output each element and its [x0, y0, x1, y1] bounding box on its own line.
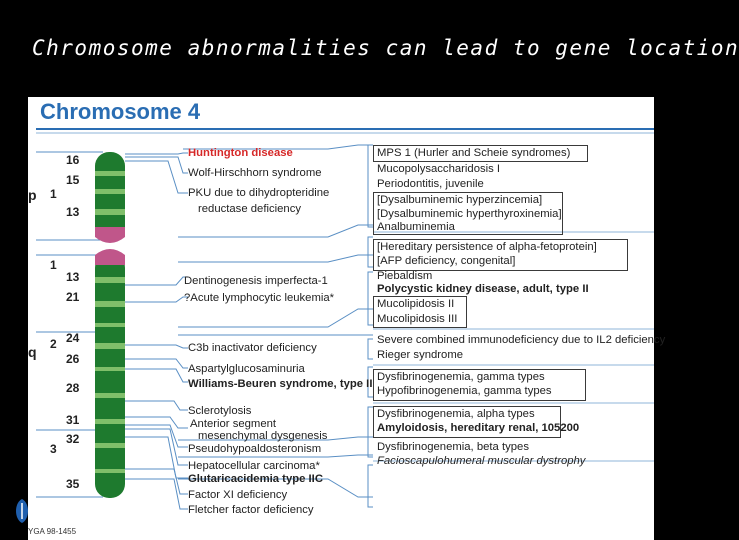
figure-lines — [36, 128, 654, 510]
gene-label: [Dysalbuminemic hyperzincemia] — [377, 194, 543, 206]
disease-label: Pseudohypoaldosteronism — [188, 443, 322, 455]
figure-code: YGA 98-1455 — [28, 527, 77, 536]
gene-label: Facioscapulohumeral muscular dystrophy — [377, 455, 586, 467]
gene-label: Dysfibrinogenemia, gamma types — [377, 371, 545, 383]
gene-label: Mucopolysaccharidosis I — [377, 163, 501, 175]
gene-label: Mucolipidosis III — [377, 313, 458, 325]
arm-q-label: q — [28, 344, 37, 360]
gene-box — [373, 192, 563, 235]
band-label: 13 — [66, 270, 80, 284]
gene-label: Periodontitis, juvenile — [377, 178, 484, 190]
disease-label: ?Acute lymphocytic leukemia* — [184, 292, 335, 304]
disease-label: mesenchymal dysgenesis — [198, 430, 328, 442]
disease-label: C3b inactivator deficiency — [188, 342, 317, 354]
chromosome-ideogram — [95, 152, 125, 498]
band-label: 31 — [66, 413, 80, 427]
gene-label: Dysfibrinogenemia, alpha types — [377, 408, 535, 420]
region-label: 3 — [50, 442, 57, 456]
figure-title: Chromosome 4 — [40, 99, 201, 124]
gene-label: Severe combined immunodeficiency due to … — [377, 334, 666, 346]
gene-box — [373, 239, 628, 271]
chromosome-figure: Chromosome 4 — [28, 97, 665, 540]
band-label: 24 — [66, 331, 80, 345]
band-label: 15 — [66, 173, 80, 187]
band-label: 35 — [66, 477, 80, 491]
disease-label: PKU due to dihydropteridine — [188, 187, 330, 199]
band-label: 26 — [66, 352, 80, 366]
gene-label: Rieger syndrome — [377, 349, 464, 361]
disease-label: reductase deficiency — [198, 203, 301, 215]
gene-label: Piebaldism — [377, 270, 433, 282]
region-label: 1 — [50, 258, 57, 272]
gene-box — [373, 296, 467, 328]
institution-logo-icon — [16, 499, 28, 523]
band-label: 21 — [66, 290, 80, 304]
band-label: 16 — [66, 153, 80, 167]
gene-label: MPS 1 (Hurler and Scheie syndromes) — [377, 147, 571, 159]
disease-label: Hepatocellular carcinoma* — [188, 460, 320, 472]
disease-label: Williams-Beuren syndrome, type II — [188, 378, 373, 390]
gene-label: Amyloidosis, hereditary renal, 105200 — [377, 422, 580, 434]
band-label: 28 — [66, 381, 80, 395]
gene-label: Hypofibrinogenemia, gamma types — [377, 385, 552, 397]
disease-label: Factor XI deficiency — [188, 489, 288, 501]
gene-label: [Hereditary persistence of alpha-fetopro… — [377, 241, 597, 253]
gene-box — [373, 145, 588, 162]
region-label: 2 — [50, 337, 57, 351]
disease-label: Huntington disease — [188, 147, 293, 159]
gene-label: Polycystic kidney disease, adult, type I… — [377, 283, 589, 295]
gene-label: Dysfibrinogenemia, beta types — [377, 441, 529, 453]
region-label: 1 — [50, 187, 57, 201]
disease-label: Sclerotylosis — [188, 405, 252, 417]
disease-label: Aspartylglucosaminuria — [188, 363, 305, 375]
gene-box — [373, 369, 586, 401]
arm-p-label: p — [28, 187, 37, 203]
gene-label: Analbuminemia — [377, 221, 455, 233]
band-label: 32 — [66, 432, 80, 446]
gene-label: [AFP deficiency, congenital] — [377, 255, 516, 267]
gene-label: [Dysalbuminemic hyperthyroxinemia] — [377, 208, 562, 220]
gene-label: Mucolipidosis II — [377, 298, 455, 310]
disease-label: Wolf-Hirschhorn syndrome — [188, 167, 322, 179]
gene-box — [373, 406, 561, 438]
disease-label: Anterior segment — [190, 418, 277, 430]
slide-title: Chromosome abnormalities can lead to gen… — [32, 36, 739, 60]
disease-label: Glutaricacidemia type IIC — [188, 473, 323, 485]
disease-label: Dentinogenesis imperfecta-1 — [184, 275, 328, 287]
band-label: 13 — [66, 205, 80, 219]
disease-label: Fletcher factor deficiency — [188, 504, 314, 516]
